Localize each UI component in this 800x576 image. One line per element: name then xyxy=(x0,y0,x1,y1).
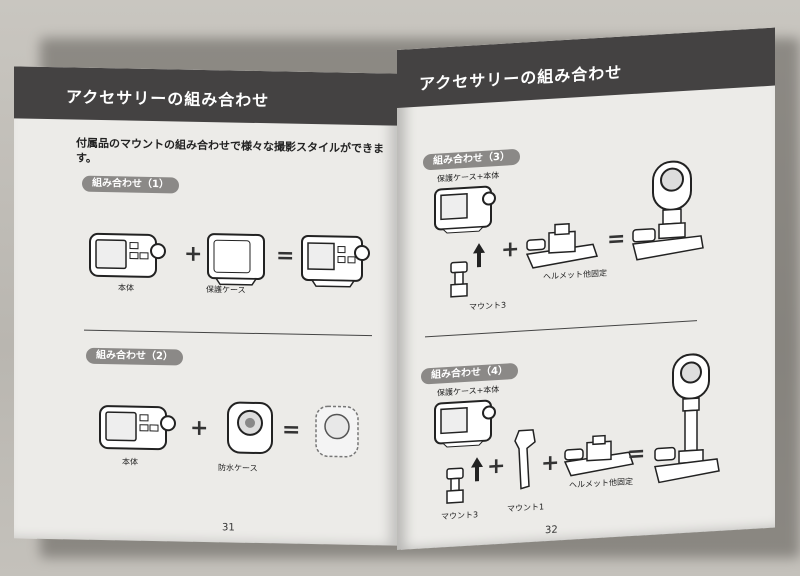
equals-sign-2: = xyxy=(282,417,301,443)
assembled-camera-on-mount-illustration xyxy=(632,160,704,261)
camera-with-case-illustration-2 xyxy=(434,399,496,448)
plus-sign-5: + xyxy=(541,450,560,477)
combo3-helmet-caption: ヘルメット他固定 xyxy=(543,268,607,282)
combo2-label: 組み合わせ（2） xyxy=(86,347,183,366)
right-page: アクセサリーの組み合わせ 組み合わせ（3） 保護ケース+本体 マウント3 + ヘ… xyxy=(397,27,775,550)
left-page: アクセサリーの組み合わせ 付属品のマウントの組み合わせで様々な撮影スタイルができ… xyxy=(14,66,398,546)
right-page-number: 32 xyxy=(545,524,558,537)
equals-sign-3: = xyxy=(607,226,626,253)
right-divider xyxy=(425,320,697,338)
combo3-top-caption: 保護ケース+本体 xyxy=(437,170,500,184)
left-intro-text: 付属品のマウントの組み合わせで様々な撮影スタイルができます。 xyxy=(76,136,384,165)
plus-sign-2: + xyxy=(190,415,209,442)
left-page-number: 31 xyxy=(222,522,235,534)
combo3-mount-caption: マウント3 xyxy=(469,300,507,312)
plus-sign-4: + xyxy=(487,453,506,480)
camera-body-illustration-2 xyxy=(99,405,176,451)
waterproof-case-illustration xyxy=(227,401,273,455)
combo2-waterproof-caption: 防水ケース xyxy=(218,463,258,473)
left-divider xyxy=(84,329,372,337)
protective-case-illustration xyxy=(207,233,265,286)
equals-sign-4: = xyxy=(627,441,646,468)
helmet-mount-illustration-2 xyxy=(563,434,634,477)
combo2-body-caption: 本体 xyxy=(122,457,138,467)
helmet-mount-illustration xyxy=(525,222,599,269)
equals-sign: = xyxy=(276,243,295,269)
combo4-label: 組み合わせ（4） xyxy=(421,362,518,385)
combo4-mount3-caption: マウント3 xyxy=(441,510,479,522)
right-title: アクセサリーの組み合わせ xyxy=(419,62,623,94)
combo1-body-caption: 本体 xyxy=(118,283,134,293)
left-header: アクセサリーの組み合わせ xyxy=(14,66,398,126)
camera-in-waterproof-case-illustration xyxy=(315,405,359,458)
combo1-label: 組み合わせ（1） xyxy=(82,175,179,194)
camera-body-illustration xyxy=(89,232,166,278)
combo3-label: 組み合わせ（3） xyxy=(423,148,520,171)
up-arrow-icon-2 xyxy=(471,457,483,482)
camera-with-case-illustration xyxy=(434,185,496,234)
mount3-illustration xyxy=(450,261,468,298)
mount3-illustration-2 xyxy=(446,467,464,504)
left-title: アクセサリーの組み合わせ xyxy=(66,87,270,111)
camera-in-case-illustration xyxy=(301,234,370,288)
plus-sign-3: + xyxy=(501,236,520,263)
mount1-illustration xyxy=(514,429,536,490)
combo4-top-caption: 保護ケース+本体 xyxy=(437,384,500,398)
plus-sign: + xyxy=(184,241,203,267)
combo4-helmet-caption: ヘルメット他固定 xyxy=(569,476,633,490)
combo1-case-caption: 保護ケース xyxy=(206,285,246,295)
combo4-mount1-caption: マウント1 xyxy=(507,502,545,514)
up-arrow-icon xyxy=(473,243,485,268)
assembled-camera-on-mount-illustration-2 xyxy=(654,353,720,484)
